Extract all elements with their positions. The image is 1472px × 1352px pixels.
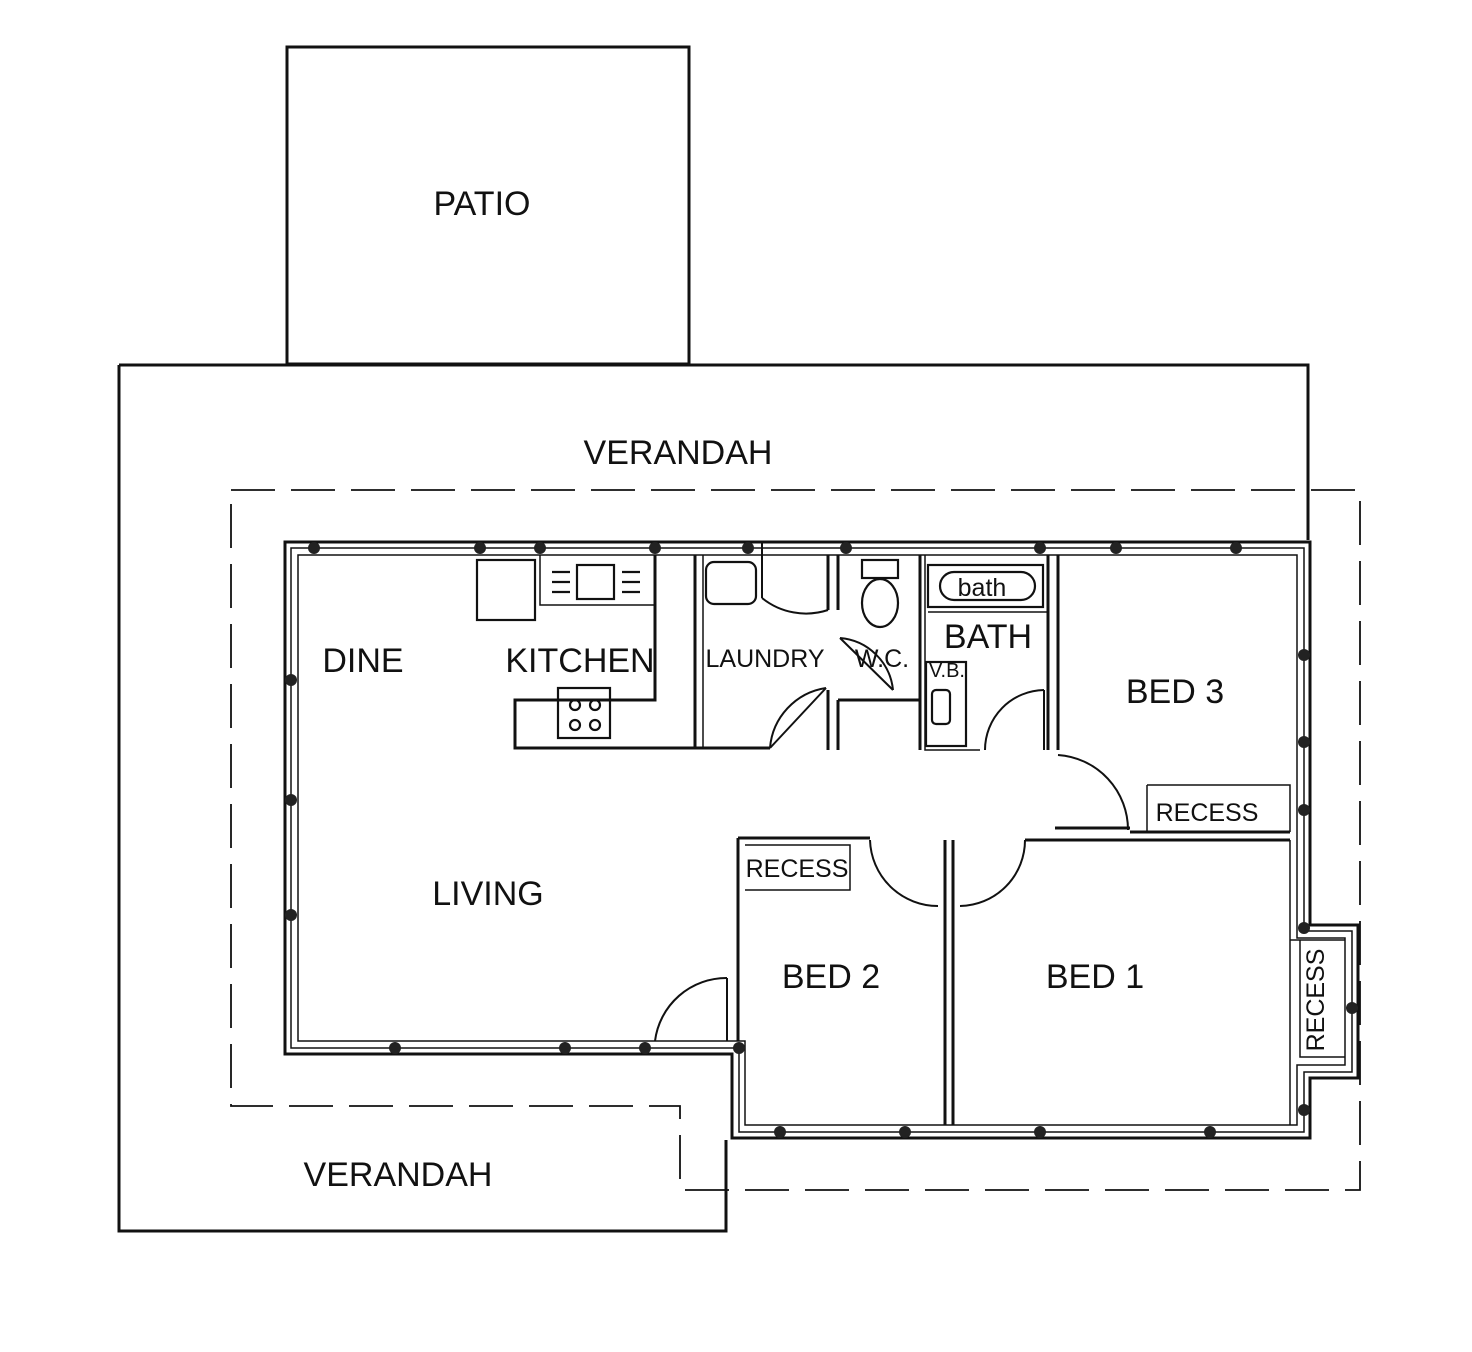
- label-vanity-basin: V.B.: [929, 660, 965, 682]
- label-bed-3: BED 3: [1126, 673, 1224, 711]
- label-bed-2: BED 2: [782, 958, 880, 996]
- label-patio: PATIO: [434, 185, 531, 223]
- wall-posts: [285, 542, 1358, 1138]
- label-wc: W.C.: [855, 645, 909, 673]
- roof-line: [230, 489, 1361, 1191]
- fixtures: [475, 558, 1045, 748]
- label-bed-1: BED 1: [1046, 958, 1144, 996]
- room-labels: PATIO VERANDAH VERANDAH DINE KITCHEN LAU…: [304, 185, 1330, 1194]
- label-verandah-top: VERANDAH: [584, 434, 773, 472]
- internal-walls: [513, 555, 1345, 1125]
- label-recess-bed-1: RECESS: [1302, 949, 1330, 1052]
- label-recess-bed-2: RECESS: [746, 855, 849, 883]
- external-walls: [283, 540, 1360, 1140]
- label-bath-fixture: bath: [958, 574, 1007, 602]
- label-dine: DINE: [322, 642, 403, 680]
- verandah-outline: [117, 363, 1310, 1233]
- label-recess-bed-3: RECESS: [1156, 799, 1259, 827]
- label-verandah-bottom: VERANDAH: [304, 1156, 493, 1194]
- label-bath: BATH: [944, 618, 1032, 656]
- label-living: LIVING: [432, 875, 543, 913]
- label-kitchen: KITCHEN: [505, 642, 654, 680]
- doors: [654, 542, 1130, 1042]
- label-laundry: LAUNDRY: [705, 645, 824, 673]
